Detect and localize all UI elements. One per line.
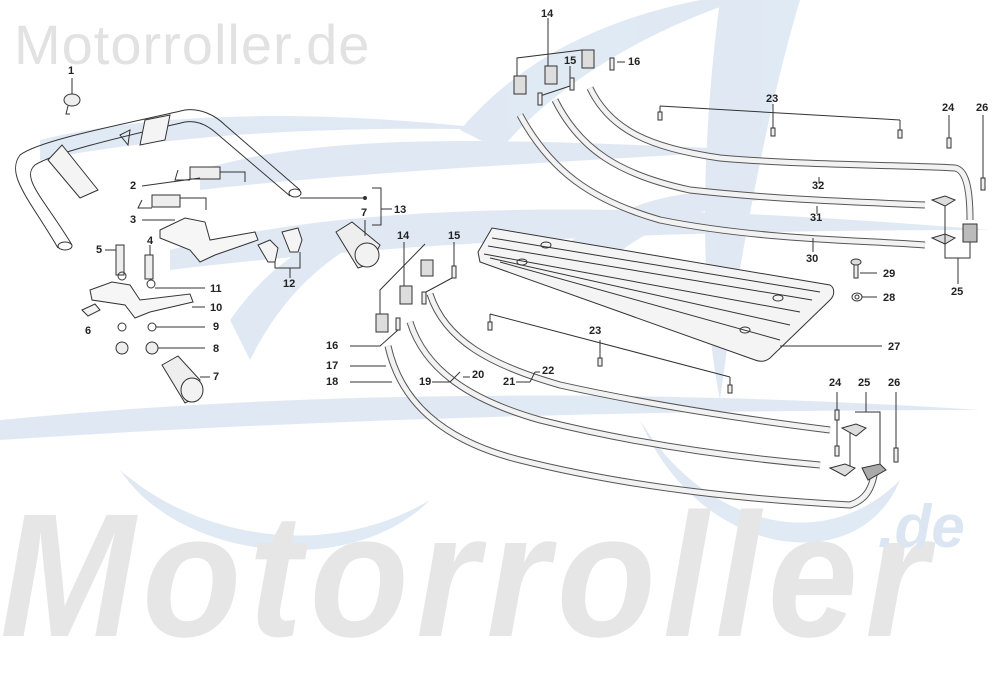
- part-23-lower-rivets: [487, 313, 733, 394]
- watermark-bottom-text: Motorroller: [0, 478, 936, 674]
- callout-6: 6: [85, 325, 92, 337]
- part-24-25-26-upper: [930, 115, 986, 284]
- callout-15-lower: 15: [448, 230, 461, 242]
- callout-11: 11: [210, 283, 222, 295]
- part-17-22-lower-trims: [350, 292, 879, 509]
- callout-19: 19: [419, 376, 432, 388]
- callout-8: 8: [213, 343, 220, 355]
- part-23-upper-rivets: [657, 104, 903, 139]
- callout-22: 22: [542, 365, 555, 377]
- callout-16-lower: 16: [326, 340, 339, 352]
- callout-2: 2: [130, 180, 137, 192]
- part-27-footboard: [477, 227, 882, 362]
- part-6-clip: [81, 303, 101, 317]
- part-4-5-bolts: [105, 244, 154, 280]
- callout-27: 27: [888, 341, 901, 353]
- callout-25-upper: 25: [951, 286, 964, 298]
- part-1-plug: [63, 78, 81, 115]
- callout-14-upper: 14: [541, 8, 554, 20]
- watermark-de-suffix: .de: [878, 493, 965, 560]
- callout-24-lower: 24: [829, 377, 842, 389]
- callout-23-upper: 23: [766, 93, 779, 105]
- callout-13: 13: [394, 204, 407, 216]
- part-3-bracket: [142, 217, 259, 263]
- callout-20: 20: [472, 369, 485, 381]
- part-12-clips: [257, 227, 303, 278]
- part-14-15-16-lower: [350, 242, 457, 347]
- callout-4: 4: [147, 235, 154, 247]
- part-24-25-26-lower: [828, 392, 899, 481]
- callout-28: 28: [883, 292, 896, 304]
- callout-7-upper: 7: [361, 207, 368, 219]
- callout-18: 18: [326, 376, 339, 388]
- callout-16-upper: 16: [628, 56, 641, 68]
- callout-32: 32: [812, 180, 825, 192]
- part-2-springs: [137, 166, 246, 210]
- callout-26-upper: 26: [976, 102, 989, 114]
- callout-3: 3: [130, 214, 137, 226]
- callout-5: 5: [96, 244, 103, 256]
- callout-14-lower: 14: [397, 230, 410, 242]
- callout-30: 30: [806, 253, 819, 265]
- callout-15-upper: 15: [564, 55, 577, 67]
- part-7-end-caps: [161, 220, 381, 404]
- watermark-top-text: Motorroller.de: [14, 13, 371, 76]
- part-14-upper-clips: [513, 18, 625, 106]
- callout-10: 10: [210, 302, 223, 314]
- part-10-bracket: [89, 271, 205, 319]
- line-art: [15, 18, 986, 509]
- callout-25-lower: 25: [858, 377, 871, 389]
- callout-29: 29: [883, 268, 896, 280]
- callout-9: 9: [213, 321, 220, 333]
- part-8-9-fasteners: [115, 322, 205, 355]
- callout-23-lower: 23: [589, 325, 602, 337]
- callout-17: 17: [326, 360, 339, 372]
- callout-26-lower: 26: [888, 377, 901, 389]
- callout-21: 21: [503, 376, 516, 388]
- part-30-31-32-upper-trims: [516, 86, 974, 252]
- callout-24-upper: 24: [942, 102, 955, 114]
- callout-12: 12: [283, 278, 296, 290]
- callout-7-lower: 7: [213, 371, 220, 383]
- part-13-grab-handle: [15, 109, 392, 251]
- part-28-29: [850, 258, 877, 302]
- callout-1: 1: [68, 65, 75, 77]
- callout-31: 31: [810, 212, 823, 224]
